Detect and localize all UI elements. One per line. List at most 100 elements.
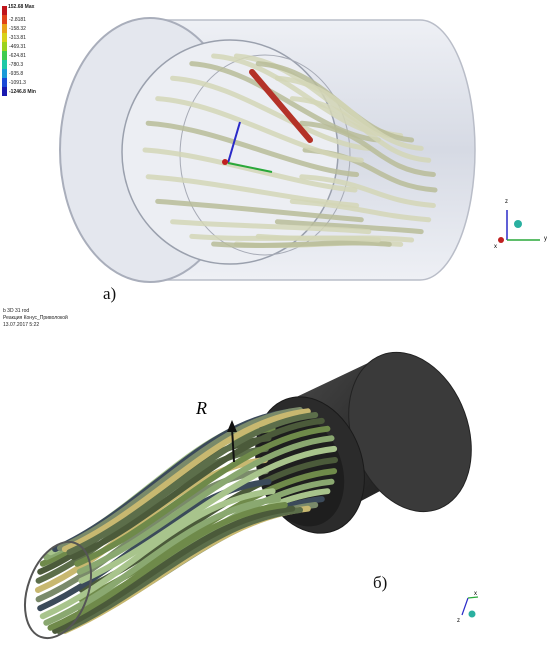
legend-entry: -313.81 — [2, 33, 26, 42]
highlighted-rod — [249, 69, 313, 143]
legend-swatch — [2, 42, 7, 51]
top-rod — [170, 219, 372, 235]
legend-entry: -624.81 — [2, 51, 26, 60]
bottom-rod — [66, 502, 319, 631]
top-rod — [155, 96, 364, 163]
top-rod — [299, 120, 436, 177]
analysis-header-line-3: 13.07.2017 5:22 — [3, 322, 40, 328]
legend-value: -1091.3 — [9, 79, 26, 86]
cone-open-end — [24, 540, 92, 640]
caption-a: а) — [103, 284, 117, 303]
cylinder-inner-rim — [255, 413, 345, 527]
top-rod-bundle — [142, 53, 438, 248]
top-rod — [189, 233, 381, 243]
bottom-rod — [39, 488, 276, 620]
legend-value: -935.8 — [9, 70, 24, 77]
bottom-triad-x-label: x — [474, 591, 477, 597]
legend-swatch — [2, 33, 7, 42]
legend-entry: -1091.3 — [2, 78, 26, 87]
legend-value: -313.81 — [9, 34, 26, 41]
legend-swatch — [2, 51, 7, 60]
top-rod — [170, 75, 372, 151]
bottom-triad-sphere — [468, 610, 476, 618]
bottom-rod — [66, 412, 319, 556]
local-axis-z — [227, 121, 241, 164]
bottom-triad-z-axis — [461, 597, 469, 616]
top-rod — [211, 240, 392, 248]
local-axis-origin — [222, 159, 228, 165]
legend-entry — [2, 6, 7, 15]
bottom-rod — [74, 425, 331, 567]
bottom-triad-z-label: z — [457, 618, 460, 624]
legend-swatch — [2, 15, 7, 24]
bottom-rod — [70, 417, 325, 561]
bottom-rod — [78, 445, 338, 584]
legend-value: -624.81 — [9, 52, 26, 59]
top-rod — [145, 120, 360, 177]
reaction-label: R — [196, 398, 207, 418]
legend-entry: -780.3 — [2, 60, 23, 69]
bottom-rod — [39, 425, 276, 567]
triad-origin — [498, 237, 504, 243]
triad-y-label: y — [544, 236, 547, 242]
top-rod — [274, 219, 424, 235]
cylinder-body — [290, 355, 420, 520]
triad-x-label: x — [494, 244, 497, 250]
legend-entry: -158.32 — [2, 24, 26, 33]
legend-swatch — [2, 6, 7, 15]
top-rod — [299, 174, 436, 208]
bottom-rod — [61, 505, 311, 634]
top-3d-view — [59, 17, 540, 283]
bottom-rod — [57, 407, 303, 551]
legend-value: -158.32 — [9, 25, 26, 32]
legend-entry: -1246.8 Min — [2, 87, 36, 96]
legend-swatch — [2, 60, 7, 69]
bottom-rod — [37, 478, 272, 612]
bottom-rod — [35, 457, 268, 593]
bottom-rod — [43, 496, 282, 626]
bottom-rod — [70, 496, 325, 626]
bottom-rod — [52, 408, 296, 553]
bottom-rod — [35, 468, 269, 603]
reaction-arrow — [231, 427, 235, 463]
bottom-rod — [57, 507, 303, 635]
bottom-rod — [35, 445, 269, 584]
cylinder-back-face — [348, 351, 472, 513]
legend-value: -2.8181 — [9, 16, 26, 23]
inner-tube-rim — [121, 39, 339, 265]
bottom-rod — [78, 468, 338, 603]
legend-value: -469.31 — [9, 43, 26, 50]
local-axis-y — [227, 162, 273, 173]
analysis-header-line-1: b 3D 31 rod — [3, 308, 30, 314]
bottom-rod — [61, 408, 311, 553]
bottom-rod-bundle — [35, 407, 338, 635]
bottom-rod — [76, 435, 335, 575]
top-rod — [274, 75, 424, 151]
top-rod — [142, 147, 358, 193]
legend-swatch — [2, 87, 7, 96]
bottom-rod — [37, 435, 272, 575]
reaction-arrow-head — [227, 420, 237, 432]
bottom-rod — [47, 502, 288, 631]
bottom-rod — [52, 505, 296, 634]
caption-b: б) — [373, 573, 388, 592]
legend-max-label: 152.68 Max — [8, 4, 35, 10]
top-rod — [189, 61, 381, 143]
legend-entry: -2.8181 — [2, 15, 26, 24]
top-rod — [155, 198, 364, 223]
bottom-rod — [47, 412, 288, 556]
bottom-rod — [43, 417, 282, 561]
legend-swatch — [2, 24, 7, 33]
analysis-header-line-2: Реакция Конус_Приволокой — [3, 315, 68, 321]
legend-swatch — [2, 78, 7, 87]
cylinder-front-face — [255, 396, 365, 534]
triad-sphere — [514, 220, 522, 228]
legend-value: -780.3 — [9, 61, 24, 68]
bottom-rod — [79, 457, 338, 593]
bottom-triad-x-axis — [467, 596, 479, 599]
legend-swatch — [2, 69, 7, 78]
top-rod — [145, 174, 360, 208]
legend-entry: -935.8 — [2, 69, 23, 78]
bottom-rod — [76, 478, 335, 612]
triad-z-label: z — [505, 199, 508, 205]
